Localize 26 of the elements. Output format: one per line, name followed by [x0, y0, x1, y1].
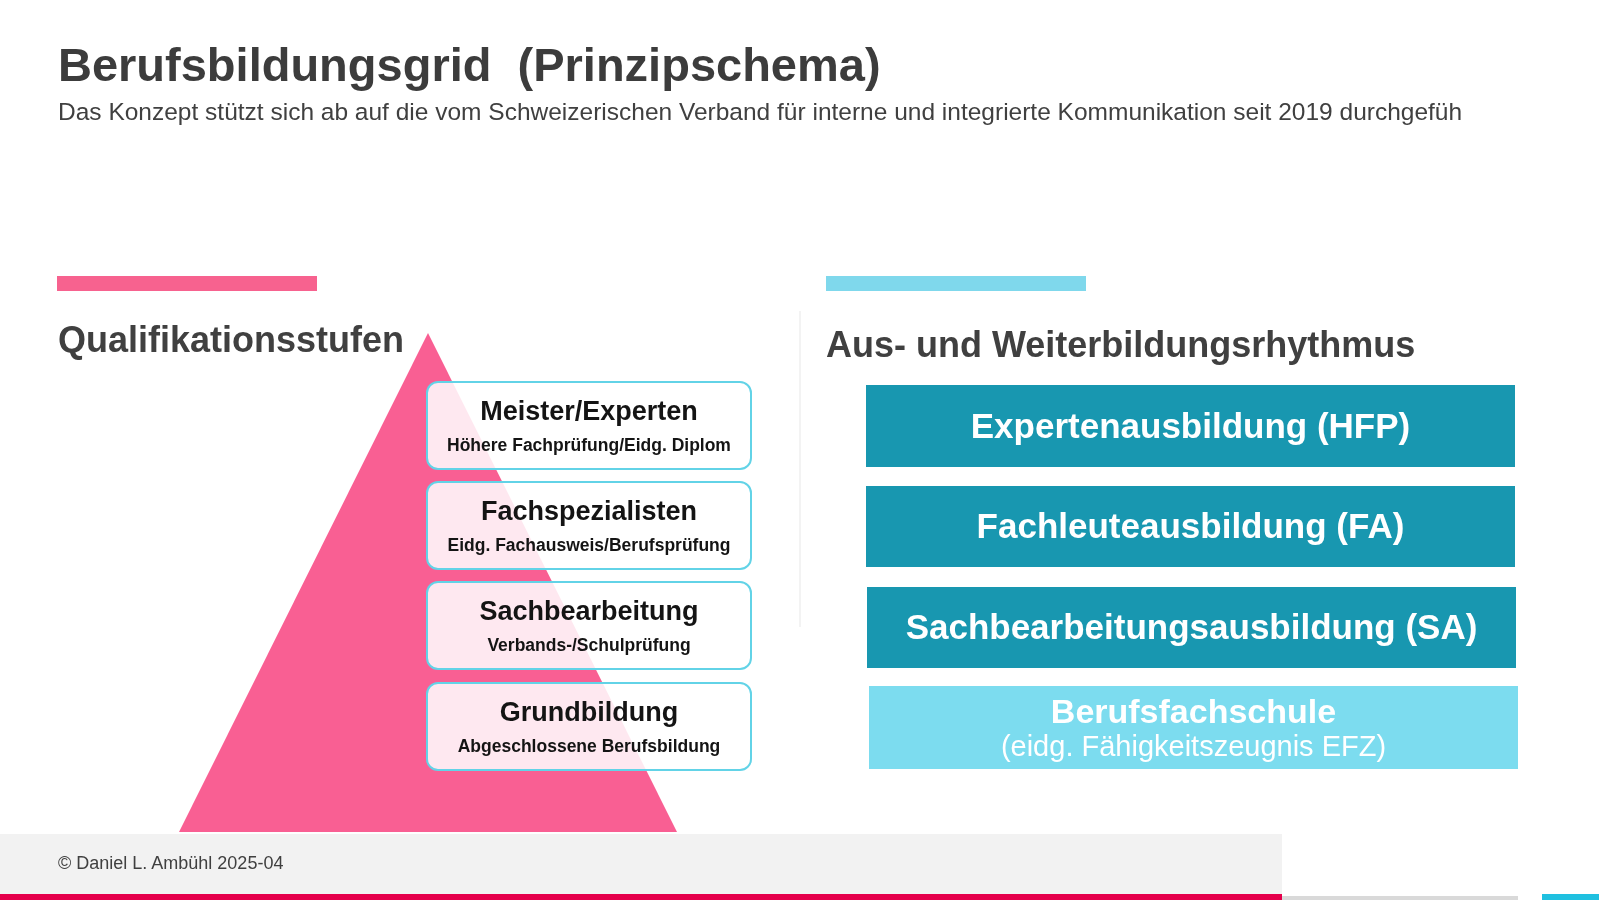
- level-card: [426, 381, 752, 470]
- level-subtitle: Eidg. Fachausweis/Berufsprüfung: [447, 534, 731, 556]
- level-card: [426, 682, 752, 771]
- level-title: Sachbearbeitung: [479, 595, 699, 628]
- level-subtitle: Verbands-/Schulprüfung: [487, 634, 691, 656]
- band-title: Sachbearbeitungsausbildung (SA): [905, 607, 1478, 648]
- band-title: Berufsfachschule: [1050, 692, 1337, 730]
- level-title: Fachspezialisten: [480, 495, 698, 528]
- band-title: Fachleuteausbildung (FA): [976, 506, 1405, 547]
- level-subtitle: Höhere Fachprüfung/Eidg. Diplom: [447, 434, 731, 456]
- level-subtitle: Abgeschlossene Berufsbildung: [457, 735, 721, 757]
- subtitle: Das Konzept stützt sich ab auf die vom Schweizerischen Verband für interne und integrierte Kommunikation seit 2019 durchgefüh: [58, 98, 1463, 126]
- level-card: [426, 581, 752, 670]
- section-heading: Qualifikationsstufen: [58, 319, 405, 361]
- band-title: Expertenausbildung (HFP): [970, 405, 1411, 447]
- band-subtitle: (eidg. Fähigkeitszeugnis EFZ): [1000, 729, 1387, 763]
- page-title: Berufsbildungsgrid (Prinzipschema): [58, 37, 881, 92]
- training-band: [866, 486, 1515, 567]
- training-band: [869, 686, 1518, 769]
- level-card: [426, 481, 752, 570]
- level-title: Meister/Experten: [480, 395, 698, 428]
- training-band: [866, 385, 1515, 467]
- section-heading: Aus- und Weiterbildungsrhythmus: [826, 324, 1416, 366]
- training-band: [867, 587, 1516, 668]
- copyright-text: © Daniel L. Ambühl 2025-04: [58, 853, 284, 874]
- level-title: Grundbildung: [499, 696, 679, 729]
